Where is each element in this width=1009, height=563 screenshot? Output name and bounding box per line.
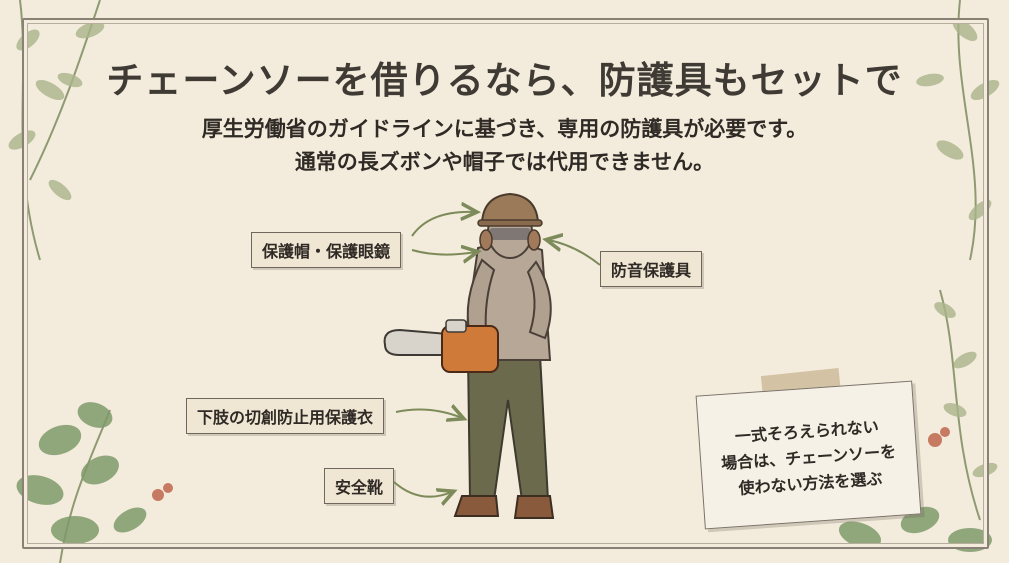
- label-hearing-protection: 防音保護具: [600, 251, 703, 287]
- note-card: 一式そろえられない 場合は、チェーンソーを 使わない方法を選ぶ: [695, 380, 922, 530]
- subtitle-line-2: 通常の長ズボンや帽子では代用できません。: [294, 150, 715, 174]
- page-title: チェーンソーを借りるなら、防護具もセットで: [106, 59, 903, 102]
- arrow-leg: [395, 410, 462, 418]
- label-helmet-goggles: 保護帽・保護眼鏡: [251, 232, 402, 268]
- subtitle-line-1: 厚生労働省のガイドラインに基づき、専用の防護具が必要です。: [201, 117, 808, 141]
- arrow-goggles: [411, 250, 476, 255]
- frame-border: [22, 18, 989, 549]
- arrow-helmet: [411, 212, 475, 237]
- label-safety-boots: 安全靴: [324, 468, 395, 504]
- arrow-ear: [548, 240, 601, 266]
- arrow-boots: [393, 481, 452, 497]
- label-leg-protection: 下肢の切創防止用保護衣: [186, 398, 385, 434]
